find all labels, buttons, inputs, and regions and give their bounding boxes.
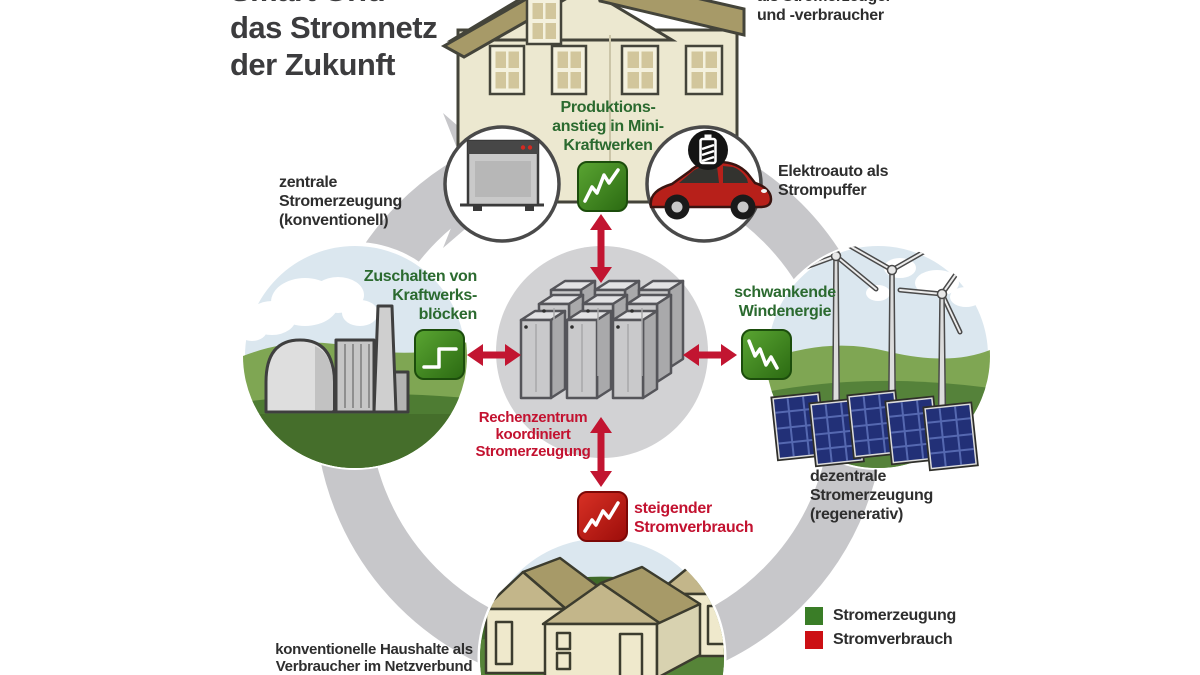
- label-switch-blocks: Zuschalten von Kraftwerks- blöcken: [363, 268, 477, 323]
- battery-icon: [688, 130, 728, 170]
- server-racks: [519, 279, 685, 400]
- renewables-scene: [764, 242, 992, 472]
- label-house-role: als Stromerzeuger und -verbraucher: [757, 0, 892, 24]
- legend-item-consumption: Stromverbrauch: [805, 631, 953, 649]
- electric-car-circle: [645, 125, 773, 243]
- house-windows: [488, 44, 724, 96]
- electric-car-icon: [649, 160, 773, 220]
- label-central-generation: zentrale Stromerzeugung (konventionell): [279, 174, 402, 229]
- consumption-swatch-icon: [805, 631, 823, 649]
- households-scene: [477, 533, 727, 675]
- legend-item-generation: Stromerzeugung: [805, 607, 956, 625]
- energy-flow-arrows: [467, 214, 737, 487]
- label-wind: schwankende Windenergie: [734, 284, 836, 320]
- mini-chp-appliance-circle: [443, 125, 561, 243]
- label-mini-plants: Produktions- anstieg in Mini- Kraftwerke…: [552, 99, 664, 154]
- arrow-house-datacenter: [590, 214, 612, 283]
- arrow-wind-datacenter: [683, 344, 737, 366]
- steam-cloud: [243, 277, 378, 341]
- page-title: Smart Grid das Stromnetz der Zukunft: [230, 0, 438, 82]
- legend-label-generation: Stromerzeugung: [833, 607, 956, 624]
- consumption-rise-chart-icon: [577, 491, 628, 542]
- power-plant-scene: [241, 242, 469, 470]
- solar-panels: [770, 389, 979, 472]
- step-up-chart-icon: [414, 329, 465, 380]
- label-decentral-generation: dezentrale Stromerzeugung (regenerativ): [810, 468, 933, 523]
- arrow-powerplant-datacenter: [467, 344, 521, 366]
- label-datacenter: Rechenzentrum koordiniert Stromerzeugung: [475, 409, 591, 460]
- mini-power-plant-appliance-icon: [460, 139, 544, 211]
- fluctuating-chart-icon: [741, 329, 792, 380]
- label-households: konventionelle Haushalte als Verbraucher…: [275, 641, 473, 675]
- label-electric-car: Elektroauto als Strompuffer: [778, 163, 889, 199]
- chart-icons: [414, 161, 792, 542]
- gable-window: [525, 0, 563, 46]
- datacenter-circle: [496, 246, 708, 458]
- label-rising-consumption: steigender Stromverbrauch: [634, 500, 754, 536]
- legend-label-consumption: Stromverbrauch: [833, 631, 953, 648]
- arrow-consumption-datacenter: [590, 417, 612, 487]
- production-rise-chart-icon: [577, 161, 628, 212]
- generation-swatch-icon: [805, 607, 823, 625]
